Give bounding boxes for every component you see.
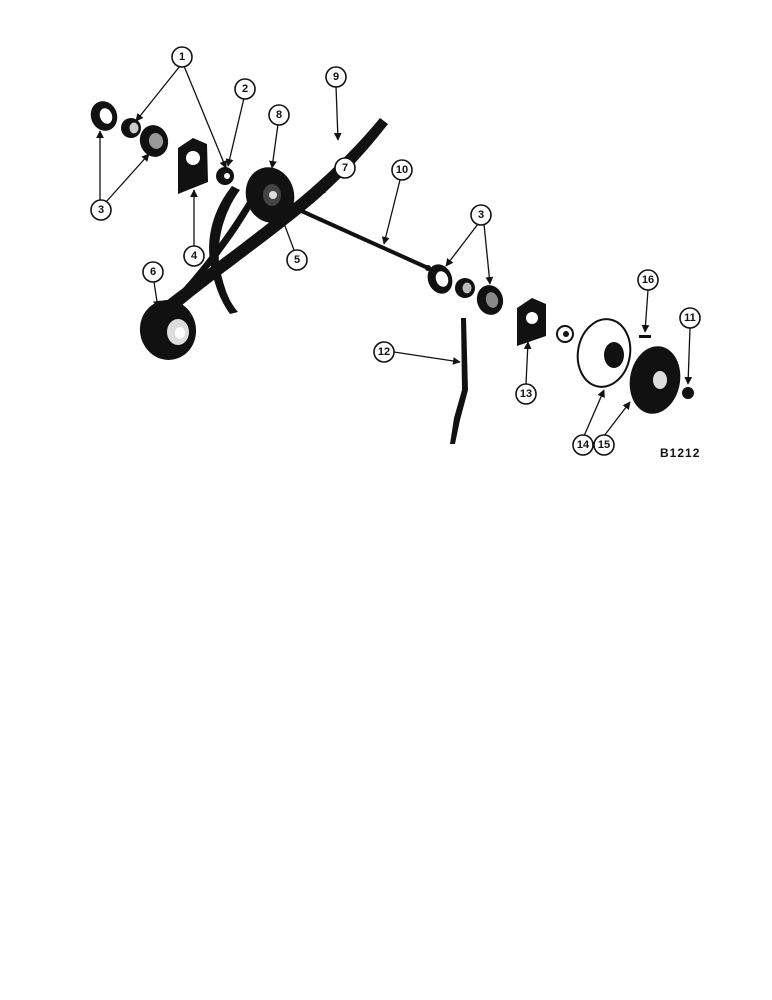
disc-14 bbox=[576, 318, 632, 388]
svg-text:7: 7 bbox=[342, 162, 348, 174]
svg-text:10: 10 bbox=[396, 164, 408, 176]
callout-10: 10 bbox=[391, 159, 413, 181]
bearing-right bbox=[455, 278, 475, 298]
bracket-right bbox=[517, 298, 546, 346]
svg-text:16: 16 bbox=[642, 274, 654, 286]
callout-7: 7 bbox=[334, 157, 356, 179]
svg-text:4: 4 bbox=[191, 250, 198, 262]
pulley-15 bbox=[629, 346, 681, 414]
callout-11: 11 bbox=[679, 307, 701, 329]
callout-3-right: 3 bbox=[470, 204, 492, 226]
svg-text:1: 1 bbox=[179, 51, 185, 63]
collar-2 bbox=[216, 167, 234, 185]
key-7 bbox=[306, 196, 314, 199]
upper-pulley bbox=[245, 167, 295, 223]
callout-13: 13 bbox=[515, 383, 537, 405]
svg-text:14: 14 bbox=[577, 439, 590, 451]
svg-text:11: 11 bbox=[684, 312, 696, 324]
svg-text:15: 15 bbox=[598, 439, 610, 451]
callout-5: 5 bbox=[286, 249, 308, 271]
svg-text:9: 9 bbox=[333, 71, 339, 83]
nut-small bbox=[556, 325, 574, 343]
svg-text:13: 13 bbox=[520, 388, 532, 400]
callout-8: 8 bbox=[268, 104, 290, 126]
callout-6: 6 bbox=[142, 261, 164, 283]
callout-12: 12 bbox=[373, 341, 395, 363]
svg-text:5: 5 bbox=[294, 254, 300, 266]
callout-15: 15 bbox=[593, 434, 615, 456]
bracket-left bbox=[178, 138, 208, 194]
bearing-left bbox=[121, 118, 141, 138]
callout-2: 2 bbox=[234, 78, 256, 100]
callout-14: 14 bbox=[572, 434, 594, 456]
shaft bbox=[285, 202, 429, 270]
svg-text:8: 8 bbox=[276, 109, 282, 121]
callout-16: 16 bbox=[637, 269, 659, 291]
key-16 bbox=[639, 335, 651, 338]
lower-pulley bbox=[139, 300, 197, 360]
seal-ring-right-2 bbox=[476, 285, 504, 315]
nut-11 bbox=[682, 387, 694, 399]
svg-text:3: 3 bbox=[478, 209, 484, 221]
figure-reference-code: B1212 bbox=[660, 446, 700, 460]
svg-text:6: 6 bbox=[150, 266, 156, 278]
svg-text:2: 2 bbox=[242, 83, 248, 95]
callout-4: 4 bbox=[183, 245, 205, 267]
seal-ring-left bbox=[90, 101, 118, 131]
v-belt bbox=[160, 118, 388, 316]
callout-1: 1 bbox=[171, 46, 193, 68]
svg-text:12: 12 bbox=[378, 346, 390, 358]
seal-ring-right bbox=[427, 264, 453, 294]
rod-12 bbox=[450, 318, 468, 444]
seal-ring-left-2 bbox=[139, 125, 169, 157]
svg-text:3: 3 bbox=[98, 204, 104, 216]
callout-9: 9 bbox=[325, 66, 347, 88]
callout-3-left: 3 bbox=[90, 199, 112, 221]
